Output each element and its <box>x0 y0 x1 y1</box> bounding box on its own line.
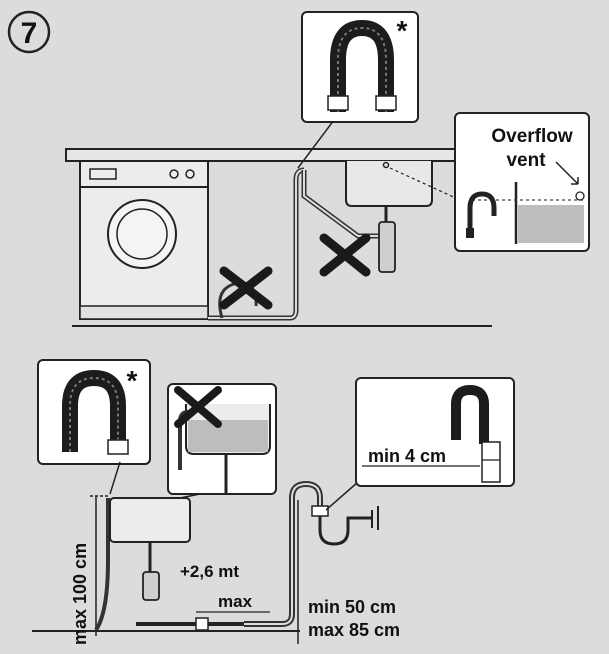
asterisk-mark: * <box>397 15 408 46</box>
drain-hose <box>94 498 110 632</box>
overflow-pointer <box>389 167 461 201</box>
hose-connector <box>195 617 209 631</box>
overflow-label-line1: Overflow <box>491 126 573 147</box>
arrow-icon <box>555 161 579 185</box>
extension-label-line2: max <box>218 592 253 611</box>
countertop <box>65 148 459 162</box>
step-number-badge: 7 <box>7 10 51 54</box>
top-scene: * Overflow vent <box>65 11 590 327</box>
extension-label-line1: +2,6 mt <box>180 562 239 581</box>
height-range-line1: min 50 cm <box>308 597 396 617</box>
bottom-scene: * max 100 cm +2,6 mt max <box>32 359 515 645</box>
min-gap-label: min 4 cm <box>368 446 446 466</box>
sink-basin <box>109 497 191 601</box>
step-number: 7 <box>21 17 38 50</box>
asterisk-mark: * <box>127 365 138 396</box>
siphon-trap <box>311 505 379 546</box>
callout-line <box>325 481 359 511</box>
height-range-line2: max 85 cm <box>308 620 400 640</box>
hose-end-icon <box>467 191 497 232</box>
washing-machine-icon <box>79 160 209 320</box>
wrong-sink-panel <box>167 383 277 495</box>
overflow-label-line2: vent <box>506 150 546 171</box>
sink-basin <box>345 161 433 273</box>
callout-line <box>109 461 121 495</box>
callout-line <box>297 119 335 169</box>
standpipe-detail-panel: min 4 cm <box>355 377 515 487</box>
max-height-label: max 100 cm <box>70 543 90 645</box>
hose-guide-panel: * <box>301 11 419 123</box>
overflow-vent-panel: Overflow vent <box>454 112 590 252</box>
water-level <box>518 205 584 243</box>
standpipe-icon <box>481 441 501 483</box>
wrong-x-mark <box>319 233 371 277</box>
wrong-x-mark <box>219 266 273 310</box>
hose-guide-icon <box>451 384 489 444</box>
hose-guide-panel: * <box>37 359 151 465</box>
